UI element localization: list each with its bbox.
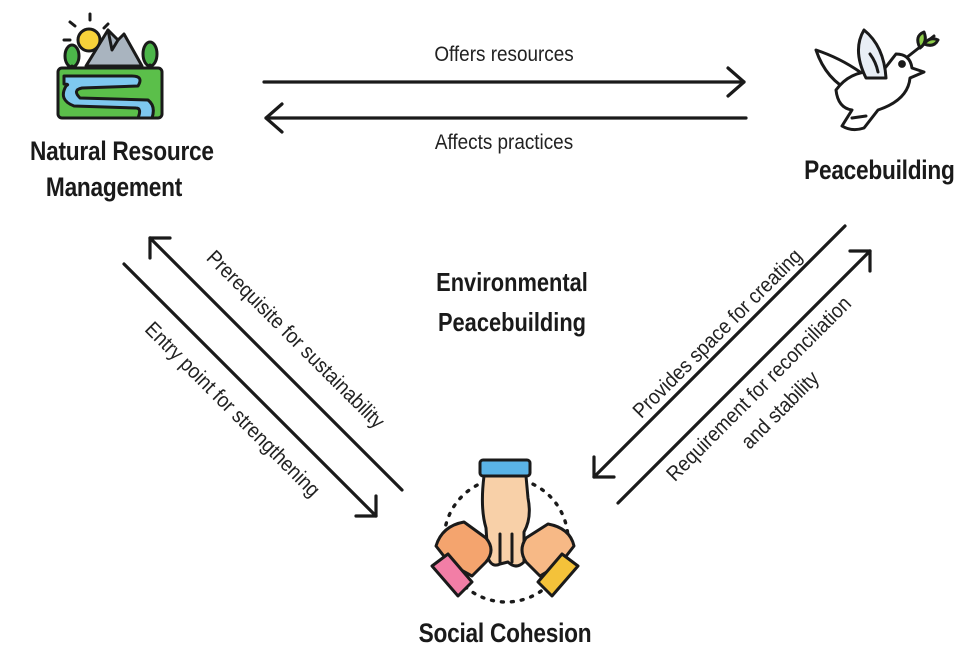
arrow-requirement-reconciliation [616, 249, 872, 505]
node-social-label: Social Cohesion [418, 618, 592, 648]
stacked-hands-icon [420, 458, 590, 616]
edge-label-offers-resources: Offers resources [434, 43, 574, 66]
node-nrm-line2: Management [45, 172, 183, 202]
arrow-prerequisite-sustainability [148, 236, 404, 492]
node-social-cohesion: Social Cohesion [417, 615, 593, 651]
center-title-line1: Environmental [436, 267, 588, 297]
center-title-line2: Peacebuilding [437, 307, 587, 337]
center-title: Environmental Peacebuilding [428, 262, 596, 342]
node-natural-resource-management: Natural Resource Management [30, 133, 214, 205]
landscape-river-icon [52, 10, 168, 122]
node-peacebuilding: Peacebuilding [804, 152, 955, 188]
arrow-offers-resources [262, 66, 746, 98]
node-peace-label: Peacebuilding [804, 155, 955, 185]
edge-label-affects-practices: Affects practices [434, 131, 574, 154]
arrow-provides-space [592, 224, 847, 479]
dove-icon [812, 28, 942, 138]
node-nrm-line1: Natural Resource [30, 136, 214, 166]
arrow-affects-practices [264, 102, 748, 134]
arrow-entry-point [122, 262, 378, 518]
